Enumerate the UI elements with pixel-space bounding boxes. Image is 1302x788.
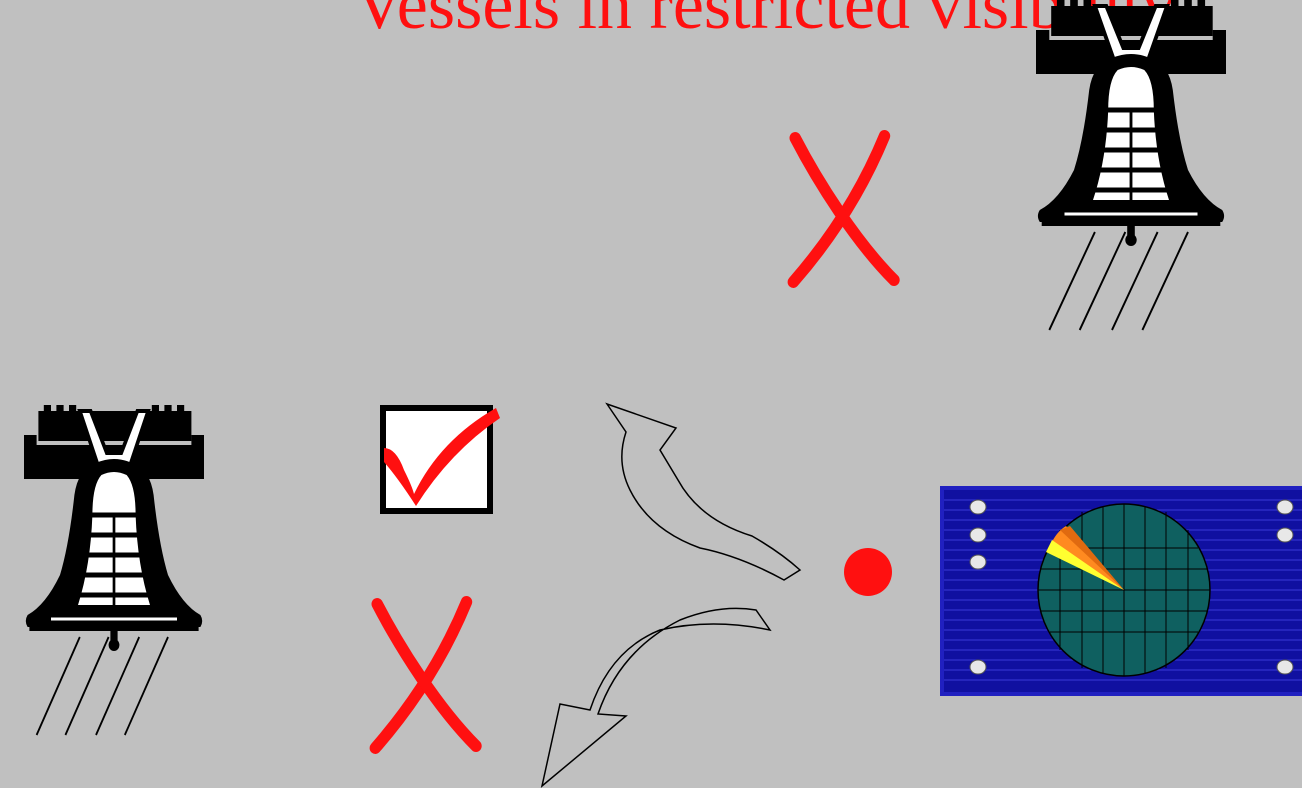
curved-arrow-icon bbox=[607, 404, 800, 580]
red-x-icon bbox=[375, 602, 476, 748]
liberty-bell-icon bbox=[1036, 0, 1226, 330]
red-dot-icon bbox=[844, 548, 892, 596]
curved-arrow-icon bbox=[542, 608, 770, 786]
liberty-bell-icon bbox=[24, 405, 204, 735]
checkmark-box-icon bbox=[383, 408, 500, 511]
red-x-icon bbox=[793, 136, 894, 282]
radar-screen-icon bbox=[940, 486, 1302, 696]
